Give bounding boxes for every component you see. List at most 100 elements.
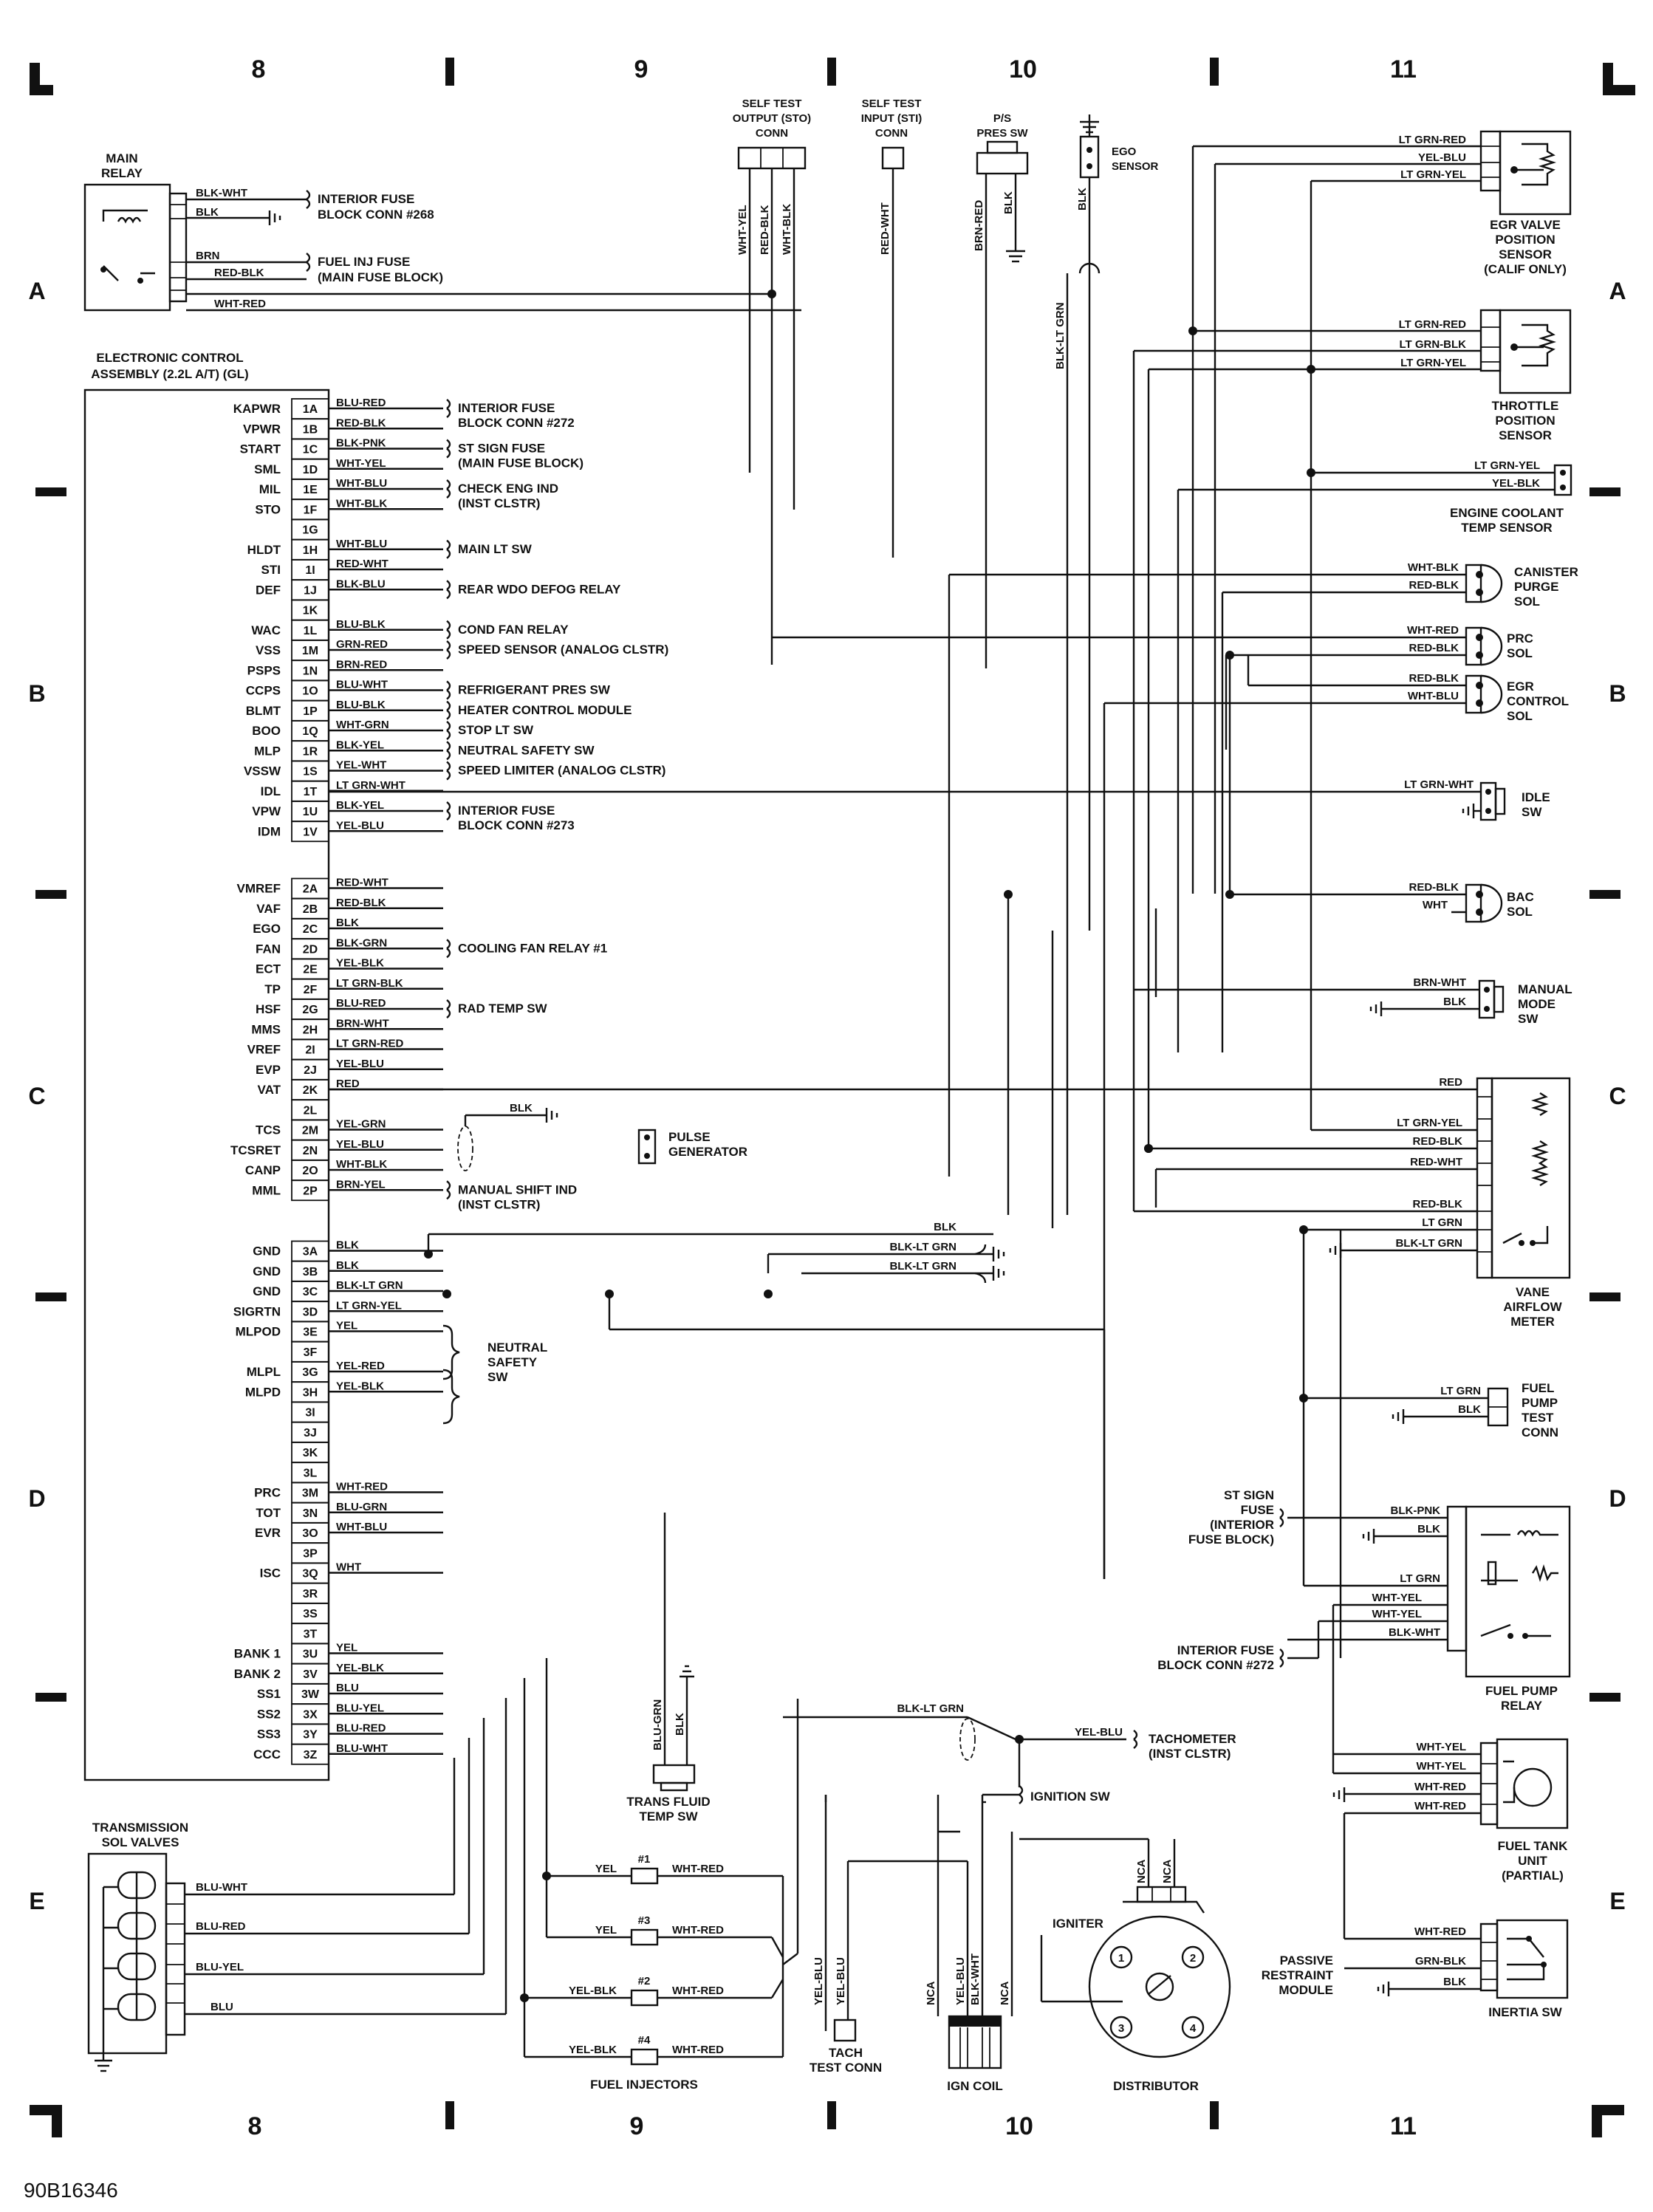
- svg-text:BLK: BLK: [196, 206, 219, 219]
- col-label-bottom: 8: [248, 2112, 262, 2140]
- svg-text:SW: SW: [487, 1370, 508, 1384]
- ecu-wire-color: LT GRN-BLK: [336, 977, 403, 990]
- ecu-wire-color: YEL-BLK: [336, 1380, 384, 1392]
- svg-text:FUSE: FUSE: [1241, 1503, 1274, 1517]
- trans-fluid-temp-switch: BLU-GRN BLK TRANS FLUID TEMP SW: [626, 1513, 711, 1824]
- ecu-pin-number: 1F: [304, 504, 318, 516]
- vane-airflow-meter: RED LT GRN-YEL RED-BLK RED-WHT RED-BLK L…: [329, 1076, 1571, 1329]
- col-label-top: 8: [252, 55, 266, 83]
- ecu-pin-number: 3F: [304, 1346, 318, 1359]
- svg-text:DISTRIBUTOR: DISTRIBUTOR: [1113, 2079, 1199, 2093]
- ecu-pin-number: 2L: [304, 1104, 318, 1117]
- svg-text:ENGINE COOLANT: ENGINE COOLANT: [1450, 506, 1564, 520]
- ecu-pin-number: 3G: [302, 1366, 318, 1379]
- connector-arc: [446, 999, 451, 1018]
- svg-text:CONN: CONN: [1522, 1425, 1558, 1439]
- main-relay: MAIN RELAY BLK-WHT BLK BRN RED-BLK WHT-R…: [83, 151, 801, 312]
- ecu-pin-number: 1C: [303, 444, 318, 456]
- ecu-wire-color: WHT-GRN: [336, 719, 389, 731]
- ecu-pin-number: 1J: [304, 584, 317, 597]
- ecu-pin-number: 3K: [303, 1447, 318, 1459]
- ecu-pin-number: 2I: [305, 1044, 315, 1057]
- frame-marks: [30, 58, 1635, 2137]
- svg-text:(INTERIOR: (INTERIOR: [1210, 1518, 1274, 1532]
- tach-test-connector: YEL-BLU YEL-BLU TACH TEST CONN: [810, 1795, 968, 2075]
- ecu-signal-name: START: [240, 442, 281, 456]
- ecu-wire-color: BLK: [336, 917, 359, 929]
- svg-text:WHT-RED: WHT-RED: [1414, 1781, 1466, 1793]
- bac-solenoid: RED-BLK WHT BAC SOL: [1230, 881, 1534, 923]
- svg-text:SOL: SOL: [1507, 905, 1533, 919]
- engine-coolant-temp-sensor: LT GRN-YEL YEL-BLK ENGINE COOLANT TEMP S…: [1178, 459, 1572, 535]
- svg-text:RED-BLK: RED-BLK: [1409, 881, 1459, 894]
- ecu-pin-number: 3S: [303, 1608, 318, 1620]
- electronic-control-assembly: ELECTRONIC CONTROL ASSEMBLY (2.2L A/T) (…: [83, 351, 443, 1781]
- svg-text:4: 4: [1190, 2022, 1197, 2035]
- document-id: 90B16346: [24, 2179, 118, 2202]
- svg-text:WHT-BLK: WHT-BLK: [1408, 561, 1459, 574]
- ecu-signal-name: VAF: [256, 902, 281, 916]
- ecu-pin-number: 2P: [303, 1185, 318, 1197]
- svg-text:WHT-RED: WHT-RED: [672, 2044, 724, 2056]
- svg-text:TACHOMETER: TACHOMETER: [1149, 1732, 1236, 1746]
- ecu-signal-name: ECT: [256, 962, 281, 976]
- svg-text:PURGE: PURGE: [1514, 580, 1558, 594]
- ecu-wire-color: RED-WHT: [336, 558, 389, 570]
- ego-sensor: EGO SENSOR BLK BLK-LT GRN: [1054, 114, 1159, 1215]
- connector-arc: [446, 640, 451, 660]
- ecu-wire-color: BLK-YEL: [336, 739, 384, 751]
- svg-text:BLK: BLK: [1002, 191, 1015, 214]
- svg-text:BRN-WHT: BRN-WHT: [1413, 976, 1466, 989]
- svg-text:NCA: NCA: [925, 1981, 937, 2005]
- ecu-pin-number: 3N: [303, 1507, 318, 1520]
- fuel-tank-unit: WHT-YEL WHT-YEL WHT-RED WHT-RED FUEL TAN…: [1332, 1605, 1569, 1939]
- svg-text:LT GRN-WHT: LT GRN-WHT: [1404, 778, 1474, 791]
- ecu-signal-name: HLDT: [247, 543, 281, 557]
- ecu-pin-number: 2M: [302, 1125, 318, 1137]
- svg-text:BRN-RED: BRN-RED: [973, 200, 985, 251]
- ecu-pin-number: 1R: [303, 745, 318, 758]
- svg-text:WHT-YEL: WHT-YEL: [1417, 1760, 1467, 1773]
- ecu-wire-color: RED-BLK: [336, 417, 386, 429]
- svg-text:NCA: NCA: [1161, 1859, 1174, 1883]
- svg-text:NEUTRAL: NEUTRAL: [487, 1340, 547, 1355]
- ecu-wire-color: YEL-RED: [336, 1360, 385, 1372]
- svg-text:BLU-WHT: BLU-WHT: [196, 1881, 247, 1894]
- neutral-safety-switch: NEUTRAL SAFETY SW: [442, 1324, 547, 1425]
- svg-text:IGNITER: IGNITER: [1053, 1917, 1103, 1931]
- pulse-generator: PULSE GENERATOR BLK: [457, 1102, 747, 1171]
- ecu-pin-number: 2G: [302, 1004, 318, 1016]
- self-test-output-connector: SELF TEST OUTPUT (STO) CONN WHT-YEL RED-…: [733, 97, 811, 665]
- svg-text:LT GRN: LT GRN: [1400, 1572, 1440, 1585]
- ecu-pin-number: 3Q: [302, 1568, 318, 1581]
- ecu-signal-name: GND: [253, 1244, 281, 1259]
- ecu-wire-color: BLK: [336, 1239, 359, 1252]
- svg-text:TEST CONN: TEST CONN: [810, 2061, 882, 2075]
- svg-text:YEL: YEL: [595, 1924, 617, 1937]
- svg-text:SOL VALVES: SOL VALVES: [102, 1835, 179, 1849]
- ecu-wire-color: BLU-YEL: [336, 1702, 384, 1714]
- connector-arc: [446, 620, 451, 640]
- svg-text:BLK: BLK: [510, 1102, 533, 1114]
- ecu-pin-number: 1V: [303, 826, 318, 838]
- svg-text:BLK: BLK: [1417, 1523, 1440, 1535]
- connector-arc: [446, 801, 451, 821]
- ecu-pin-number: 1P: [303, 705, 318, 718]
- ecu-pin-number: 2K: [303, 1084, 318, 1097]
- svg-text:IGN COIL: IGN COIL: [947, 2079, 1003, 2093]
- svg-text:(PARTIAL): (PARTIAL): [1502, 1869, 1564, 1883]
- svg-text:SW: SW: [1518, 1012, 1539, 1026]
- ecu-pin-number: 3U: [303, 1648, 318, 1661]
- ecu-destination-label: BLOCK CONN #272: [458, 416, 575, 430]
- ecu-signal-name: TCSRET: [230, 1143, 281, 1157]
- svg-text:BLU: BLU: [211, 2001, 233, 2013]
- svg-text:SOL: SOL: [1507, 709, 1533, 723]
- svg-text:VANE: VANE: [1516, 1285, 1550, 1299]
- svg-text:WHT-YEL: WHT-YEL: [1372, 1608, 1423, 1620]
- ecu-signal-name: MLPL: [247, 1365, 281, 1379]
- svg-text:GENERATOR: GENERATOR: [668, 1145, 747, 1159]
- ecu-wire-color: YEL-BLK: [336, 957, 384, 970]
- svg-text:GRN-BLK: GRN-BLK: [1415, 1955, 1466, 1968]
